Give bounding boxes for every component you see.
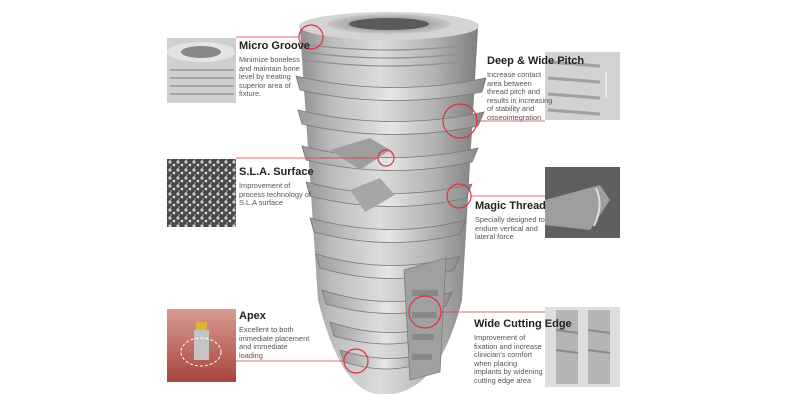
deep-wide-pitch-thumbnail [545,52,620,120]
micro-groove-feature: Micro Groove Minimize boneless and maint… [239,40,310,99]
micro-groove-title: Micro Groove [239,40,310,52]
wide-cutting-edge-title: Wide Cutting Edge [474,318,572,330]
apex-desc: Excellent to both immediate placement an… [239,325,310,360]
sla-surface-title: S.L.A. Surface [239,166,314,178]
wide-cutting-edge-desc: Improvement of fixation and increase cli… [474,333,543,385]
implant-body [295,12,487,394]
magic-thread-feature: Magic Thread Specially designed to endur… [475,200,546,242]
micro-groove-desc: Minimize boneless and maintain bone leve… [239,55,300,99]
apex-thumbnail [167,309,236,382]
sla-surface-desc: Improvement of process technology of S.L… [239,181,311,208]
deep-wide-pitch-desc: Increase contact area between thread pit… [487,70,553,122]
magic-thread-title: Magic Thread [475,200,546,212]
magic-thread-desc: Specially designed to endure vertical an… [475,215,545,242]
wide-cutting-edge-feature: Wide Cutting Edge Improvement of fixatio… [474,318,572,386]
micro-groove-thumbnail [167,38,236,103]
leader-lines [236,36,545,362]
deep-wide-pitch-feature: Deep & Wide Pitch Increase contact area … [487,55,584,123]
wide-cutting-edge-thumbnail [545,307,620,387]
magic-thread-thumbnail [545,167,620,238]
sla-surface-thumbnail [167,159,236,227]
sla-surface-feature: S.L.A. Surface Improvement of process te… [239,166,314,208]
apex-title: Apex [239,310,266,322]
apex-feature: Apex Excellent to both immediate placeme… [239,310,309,360]
deep-wide-pitch-title: Deep & Wide Pitch [487,55,585,67]
